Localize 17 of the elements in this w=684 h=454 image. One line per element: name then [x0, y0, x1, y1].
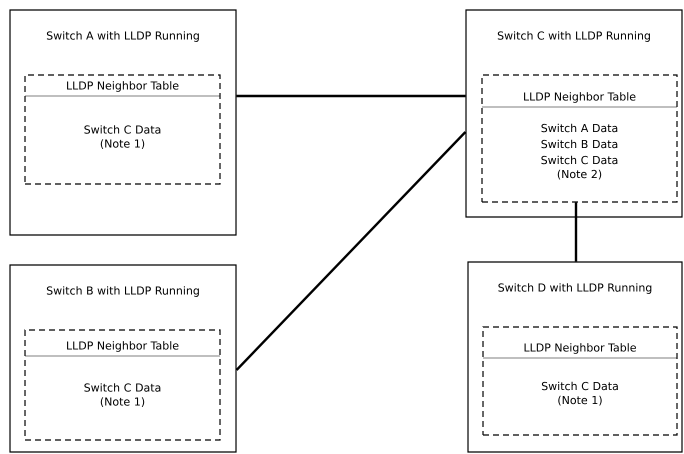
- link-line: [236, 94, 466, 98]
- box-heading: Switch B with LLDP Running: [46, 286, 199, 297]
- link-line: [574, 202, 578, 262]
- box-heading: Switch A with LLDP Running: [46, 31, 199, 42]
- table-heading: LLDP Neighbor Table: [67, 81, 178, 92]
- table-heading: LLDP Neighbor Table: [67, 341, 178, 352]
- link-line: [236, 131, 466, 371]
- table-entry: Switch C Data (Note 2): [541, 156, 618, 180]
- box-heading: Switch D with LLDP Running: [498, 283, 652, 294]
- table-entry: Switch C Data (Note 1): [84, 383, 160, 407]
- table-heading: LLDP Neighbor Table: [524, 92, 636, 103]
- table-heading: LLDP Neighbor Table: [524, 343, 636, 354]
- table-entry: Switch C Data (Note 1): [542, 382, 618, 406]
- table-entry: Switch C Data (Note 1): [84, 125, 160, 149]
- table-entry: Switch A Data: [541, 124, 618, 132]
- table-entry: Switch B Data: [541, 140, 618, 148]
- box-heading: Switch C with LLDP Running: [498, 31, 650, 42]
